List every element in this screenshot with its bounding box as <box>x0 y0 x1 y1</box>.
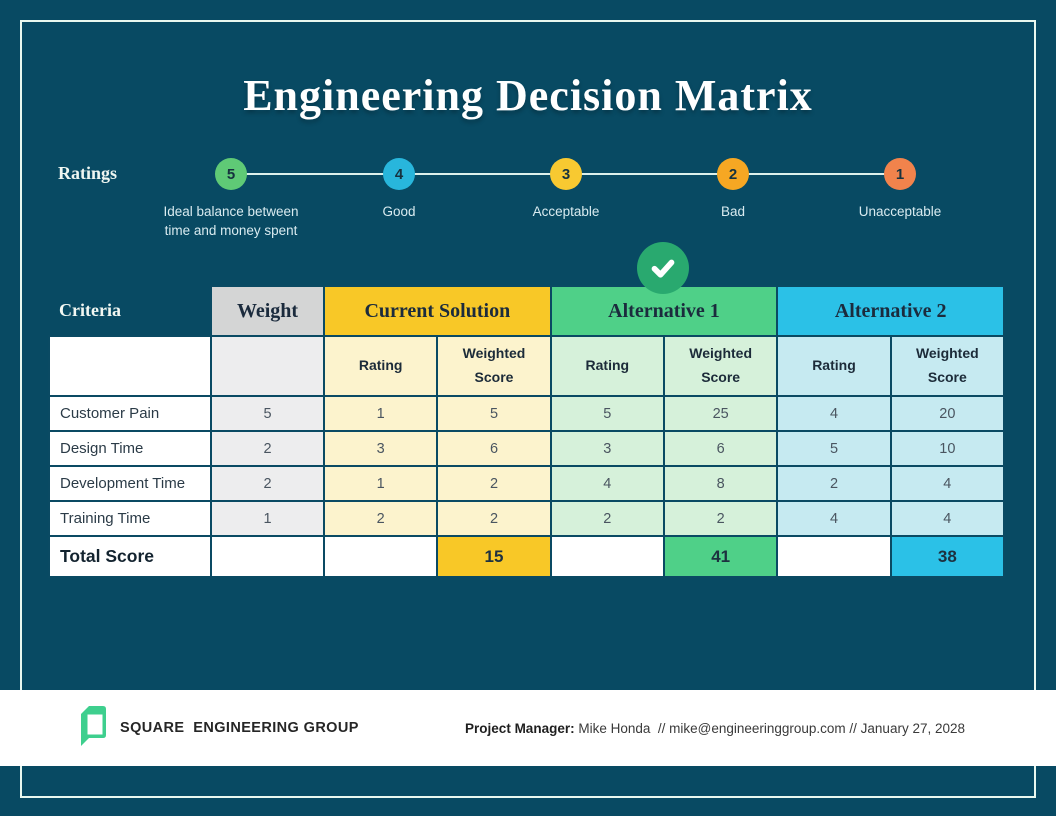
rating-label-2: Bad <box>720 204 746 219</box>
a2-rating-cell: 4 <box>776 395 892 432</box>
weight-cell: 2 <box>210 430 325 467</box>
table-row-development-time: Development Time 2 1 2 4 8 2 4 <box>48 465 1006 502</box>
criteria-header: Criteria <box>59 300 121 320</box>
total-current-solution: 15 <box>436 535 552 578</box>
a1-weighted-cell: 2 <box>662 500 779 537</box>
a1-weighted-cell: 25 <box>662 395 779 432</box>
rating-circle-2: 2 <box>717 158 749 190</box>
rating-circle-1: 1 <box>884 158 916 190</box>
criteria-cell: Design Time <box>48 430 212 467</box>
a2-weighted-cell: 10 <box>889 430 1006 467</box>
cs-rating-cell: 1 <box>322 395 439 432</box>
rating-label-1: Unacceptable <box>858 204 942 219</box>
company-name: SQUARE ENGINEERING GROUP <box>120 720 359 736</box>
ratings-label: Ratings <box>58 163 118 183</box>
subheader-row: Rating Weighted Score Rating Weighted Sc… <box>48 335 1006 397</box>
weight-cell: 1 <box>210 500 325 537</box>
a1-weighted-cell: 8 <box>662 465 779 502</box>
rating-label-5: Ideal balance between time and money spe… <box>163 204 299 238</box>
a2-weighted-cell: 4 <box>889 465 1006 502</box>
project-manager-info: Project Manager: Mike Honda // mike@engi… <box>465 721 965 736</box>
subheader-a2-rating: Rating <box>776 335 892 397</box>
subheader-a1-weighted: Weighted Score <box>662 335 779 397</box>
cs-rating-cell: 1 <box>322 465 439 502</box>
a1-rating-cell: 2 <box>549 500 665 537</box>
cs-rating-cell: 3 <box>322 430 439 467</box>
table-row-design-time: Design Time 2 3 6 3 6 5 10 <box>48 430 1006 467</box>
subheader-cs-rating: Rating <box>322 335 439 397</box>
subheader-cs-weighted: Weighted Score <box>436 335 552 397</box>
empty-cell <box>322 535 439 578</box>
a2-rating-cell: 4 <box>776 500 892 537</box>
a1-weighted-cell: 6 <box>662 430 779 467</box>
recommended-badge <box>637 242 689 294</box>
company-logo-icon <box>75 705 107 751</box>
page-title: Engineering Decision Matrix <box>243 71 813 120</box>
criteria-cell: Customer Pain <box>48 395 212 432</box>
cs-weighted-cell: 6 <box>436 430 552 467</box>
empty-cell <box>210 335 325 397</box>
column-header-alternative-2: Alternative 2 <box>776 285 1005 337</box>
a1-rating-cell: 3 <box>549 430 665 467</box>
rating-circle-4: 4 <box>383 158 415 190</box>
subheader-a2-weighted: Weighted Score <box>889 335 1006 397</box>
empty-cell <box>48 335 212 397</box>
subheader-a1-rating: Rating <box>549 335 665 397</box>
table-row-training-time: Training Time 1 2 2 2 2 4 4 <box>48 500 1006 537</box>
weight-cell: 2 <box>210 465 325 502</box>
cs-rating-cell: 2 <box>322 500 439 537</box>
project-manager-value: Mike Honda // mike@engineeringgroup.com … <box>574 720 965 736</box>
rating-circle-5: 5 <box>215 158 247 190</box>
checkmark-icon <box>648 253 678 283</box>
footer-bar: SQUARE ENGINEERING GROUP Project Manager… <box>0 690 1056 766</box>
column-header-alternative-1: Alternative 1 <box>549 285 779 337</box>
rating-label-4: Good <box>382 204 416 219</box>
footer-brand: SQUARE ENGINEERING GROUP <box>75 705 359 751</box>
cs-weighted-cell: 5 <box>436 395 552 432</box>
cs-weighted-cell: 2 <box>436 500 552 537</box>
column-header-weight: Weight <box>210 285 325 337</box>
a2-weighted-cell: 20 <box>889 395 1006 432</box>
cs-weighted-cell: 2 <box>436 465 552 502</box>
criteria-cell: Training Time <box>48 500 212 537</box>
header-row: Criteria Weight Current Solution Alterna… <box>49 285 1005 337</box>
rating-label-3: Acceptable <box>532 204 600 219</box>
a2-rating-cell: 5 <box>776 430 892 467</box>
decision-matrix-table: Criteria Weight Current Solution Alterna… <box>48 285 1006 578</box>
criteria-cell: Development Time <box>48 465 212 502</box>
empty-cell <box>549 535 665 578</box>
rating-circle-3: 3 <box>550 158 582 190</box>
a2-weighted-cell: 4 <box>889 500 1006 537</box>
weight-cell: 5 <box>210 395 325 432</box>
total-score-row: Total Score 15 41 38 <box>48 535 1006 578</box>
project-manager-label: Project Manager: <box>465 720 575 736</box>
column-header-current-solution: Current Solution <box>323 285 552 337</box>
a2-rating-cell: 2 <box>776 465 892 502</box>
total-score-label: Total Score <box>48 535 212 578</box>
a1-rating-cell: 4 <box>549 465 665 502</box>
empty-cell <box>776 535 892 578</box>
total-alternative-1: 41 <box>662 535 779 578</box>
total-alternative-2: 38 <box>889 535 1006 578</box>
table-row-customer-pain: Customer Pain 5 1 5 5 25 4 20 <box>48 395 1006 432</box>
empty-cell <box>210 535 325 578</box>
a1-rating-cell: 5 <box>549 395 665 432</box>
